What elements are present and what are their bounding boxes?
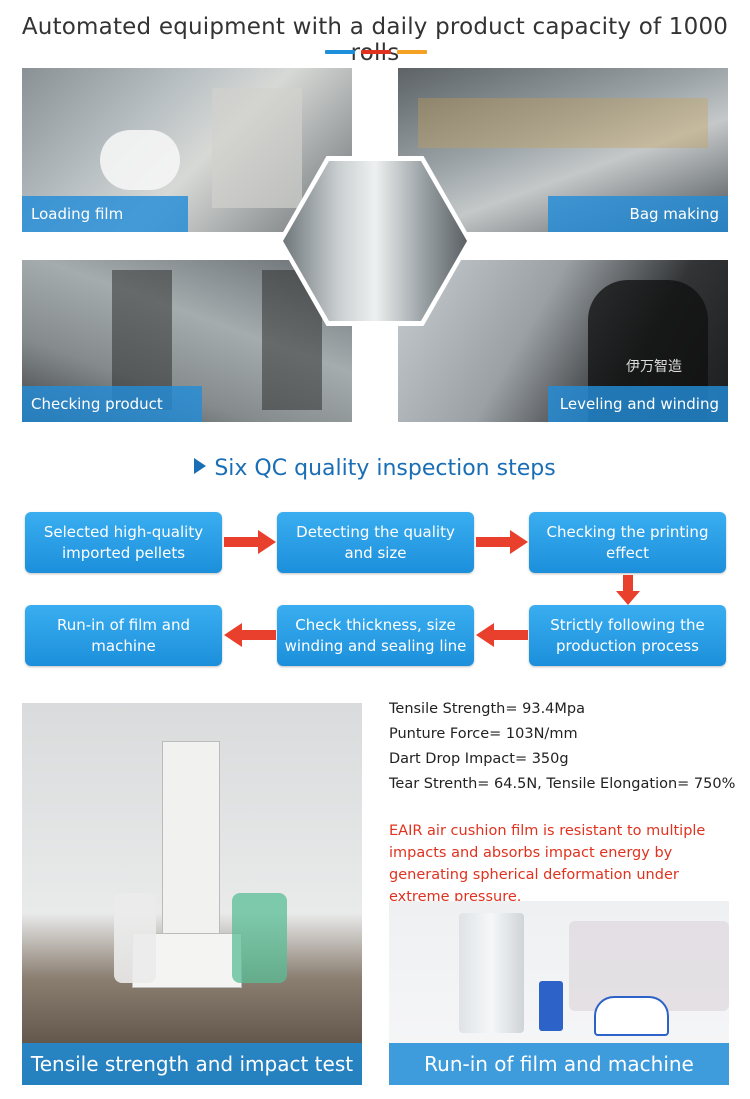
arrow-left-icon: [224, 623, 276, 647]
film-roll-green: [232, 893, 287, 983]
page-headline: Automated equipment with a daily product…: [21, 14, 729, 66]
tester-column: [162, 741, 220, 941]
underline-orange: [397, 50, 427, 54]
machine-cap: [594, 996, 669, 1036]
shirt-text: 伊万智造: [626, 359, 682, 375]
qc-step-4: Strictly following the production proces…: [529, 605, 726, 666]
film-roll: [100, 130, 180, 190]
qc-title-text: Six QC quality inspection steps: [214, 456, 556, 481]
blue-bottle: [539, 981, 563, 1031]
spec-puncture-force: Punture Force= 103N/mm: [389, 726, 578, 742]
qc-step-6: Run-in of film and machine: [25, 605, 222, 666]
air-cushion-note: EAIR air cushion film is resistant to mu…: [389, 823, 706, 905]
qc-step-5: Check thickness, size winding and sealin…: [277, 605, 474, 666]
film-roll: [459, 913, 524, 1033]
arrow-left-icon: [476, 623, 528, 647]
qc-step-2: Detecting the quality and size: [277, 512, 474, 573]
arrow-right-icon: [476, 530, 528, 554]
caption-run-in: Run-in of film and machine: [389, 1043, 729, 1085]
qc-step-3: Checking the printing effect: [529, 512, 726, 573]
caption-leveling-winding: Leveling and winding: [548, 386, 728, 422]
caption-bag-making: Bag making: [548, 196, 728, 232]
arrow-down-icon: [616, 575, 640, 605]
spec-tear-strength: Tear Strenth= 64.5N, Tensile Elongation=…: [389, 776, 736, 792]
machine-shape: [212, 88, 302, 208]
qc-section-title: Six QC quality inspection steps: [0, 456, 750, 481]
photo-run-in: Run-in of film and machine: [389, 901, 729, 1085]
photo-loading-film: Loading film: [22, 68, 352, 232]
play-triangle-icon: [194, 458, 207, 474]
qc-step-1: Selected high-quality imported pellets: [25, 512, 222, 573]
caption-checking-product: Checking product: [22, 386, 202, 422]
caption-loading-film: Loading film: [22, 196, 188, 232]
photo-leveling-winding: 伊万智造 Leveling and winding: [398, 260, 728, 422]
title-underline: [325, 50, 427, 54]
underline-red: [361, 50, 391, 54]
photo-tensile-test: Tensile strength and impact test: [22, 703, 362, 1085]
underline-blue: [325, 50, 355, 54]
caption-tensile-test: Tensile strength and impact test: [22, 1043, 362, 1085]
machine-shape: [418, 98, 708, 148]
film-roll-white: [114, 893, 156, 983]
arrow-right-icon: [224, 530, 276, 554]
photo-bag-making: Bag making: [398, 68, 728, 232]
spec-tensile-strength: Tensile Strength= 93.4Mpa: [389, 701, 586, 717]
spec-dart-drop: Dart Drop Impact= 350g: [389, 751, 569, 767]
photo-checking-product: Checking product: [22, 260, 352, 422]
